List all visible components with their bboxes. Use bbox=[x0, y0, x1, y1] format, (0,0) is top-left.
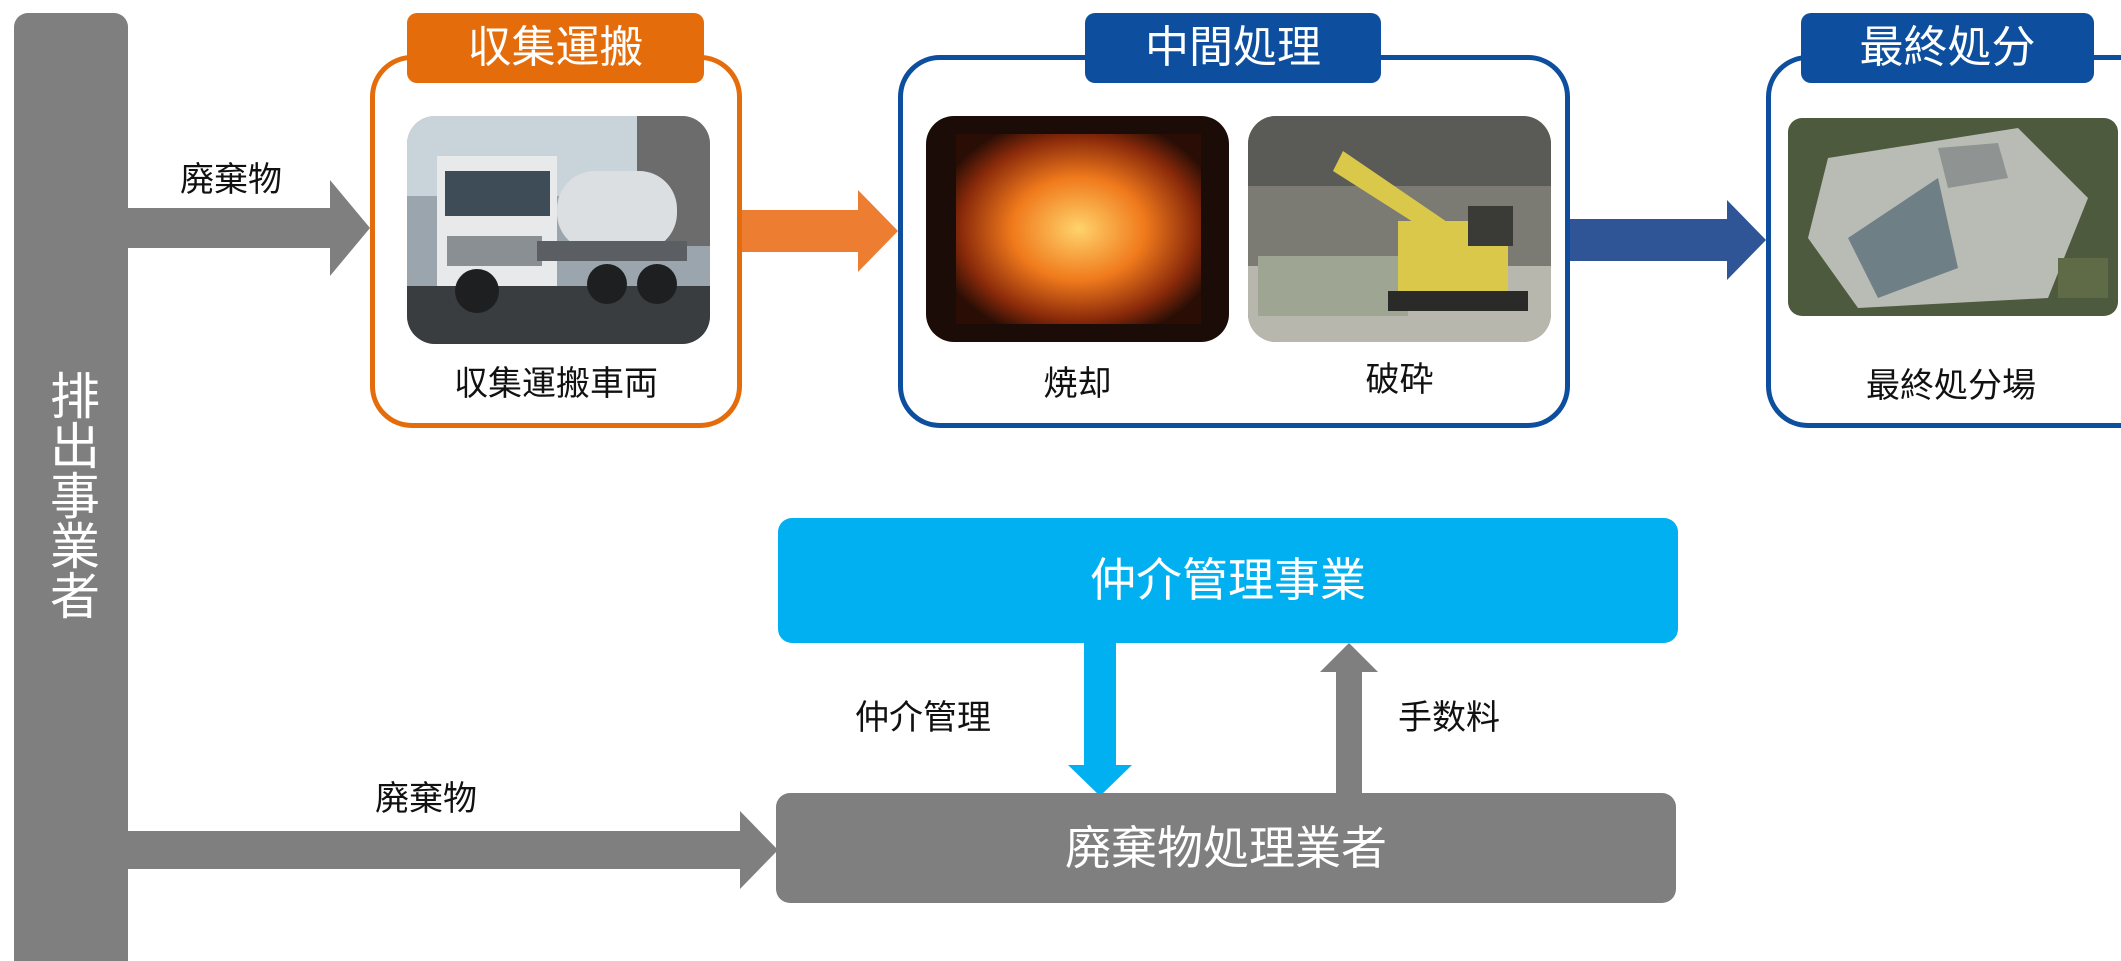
intermediate-title: 中間処理 bbox=[1085, 13, 1381, 83]
collection-title: 収集運搬 bbox=[407, 13, 704, 83]
incineration-fire-photo bbox=[926, 116, 1229, 342]
waste-label-top: 廃棄物 bbox=[180, 160, 282, 200]
collection-to-intermediate-arrow bbox=[740, 190, 898, 272]
brokerage-business-box: 仲介管理事業 bbox=[778, 518, 1678, 643]
brokerage-label: 仲介管理 bbox=[855, 698, 991, 738]
discharger-label: 排出事業者 bbox=[42, 370, 100, 620]
intermediate-to-final-arrow bbox=[1568, 200, 1766, 280]
fee-label: 手数料 bbox=[1398, 698, 1500, 738]
waste-flow-arrow-bottom bbox=[126, 811, 778, 889]
fee-up-arrow bbox=[1320, 643, 1378, 796]
collection-caption: 収集運搬車両 bbox=[454, 364, 658, 404]
landfill-aerial-photo bbox=[1788, 118, 2118, 316]
waste-operator-box: 廃棄物処理業者 bbox=[776, 793, 1676, 903]
final-title: 最終処分 bbox=[1801, 13, 2094, 83]
waste-label-bottom: 廃棄物 bbox=[375, 779, 477, 819]
final-caption: 最終処分場 bbox=[1866, 366, 2036, 406]
brokerage-down-arrow bbox=[1068, 640, 1132, 796]
waste-flow-arrow-top bbox=[126, 180, 370, 276]
waste-collection-truck-photo bbox=[407, 116, 710, 344]
crushing-excavator-photo bbox=[1248, 116, 1551, 342]
crushing-caption: 破砕 bbox=[1365, 360, 1434, 400]
incineration-caption: 焼却 bbox=[1043, 364, 1112, 404]
discharger-bar bbox=[14, 13, 128, 961]
